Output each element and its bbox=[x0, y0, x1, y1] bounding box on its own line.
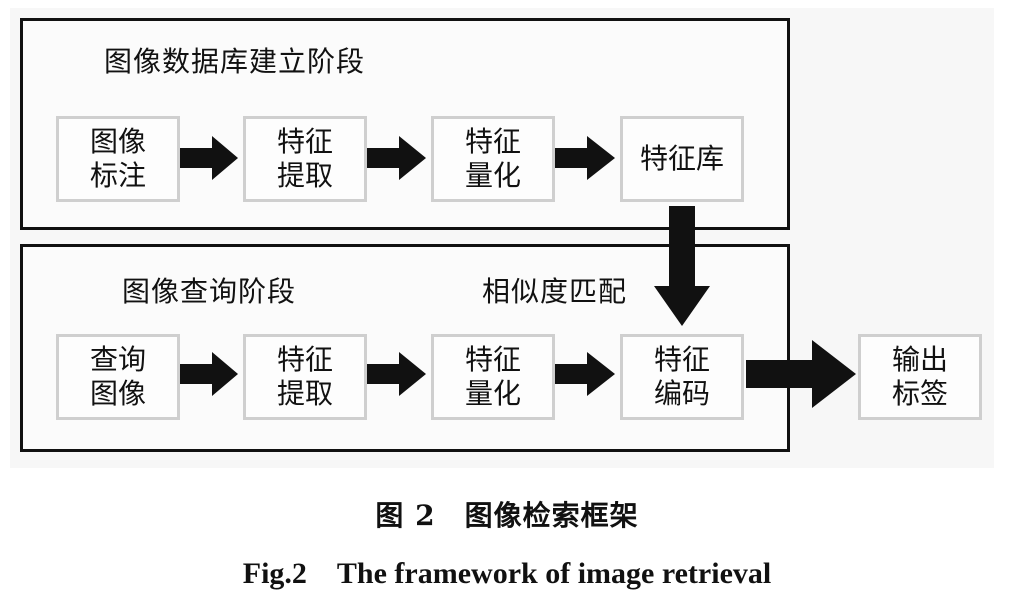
figure-caption-chinese: 图 2 图像检索框架 bbox=[375, 499, 639, 532]
stage-query-title: 图像查询阶段 bbox=[122, 275, 297, 308]
figure-caption-english: Fig.2 The framework of image retrieval bbox=[242, 557, 772, 590]
node-feature-encoding: 特征 编码 bbox=[620, 334, 744, 420]
node-query-image: 查询 图像 bbox=[56, 334, 180, 420]
node-feature-quantization-query: 特征 量化 bbox=[431, 334, 555, 420]
node-feature-extraction-query: 特征 提取 bbox=[243, 334, 367, 420]
node-output-label: 输出 标签 bbox=[858, 334, 982, 420]
node-feature-library: 特征库 bbox=[620, 116, 744, 202]
node-feature-quantization-build: 特征 量化 bbox=[431, 116, 555, 202]
node-feature-extraction-build: 特征 提取 bbox=[243, 116, 367, 202]
stage-build-title: 图像数据库建立阶段 bbox=[104, 45, 366, 78]
node-image-annotation: 图像 标注 bbox=[56, 116, 180, 202]
similarity-matching-label: 相似度匹配 bbox=[482, 275, 628, 308]
